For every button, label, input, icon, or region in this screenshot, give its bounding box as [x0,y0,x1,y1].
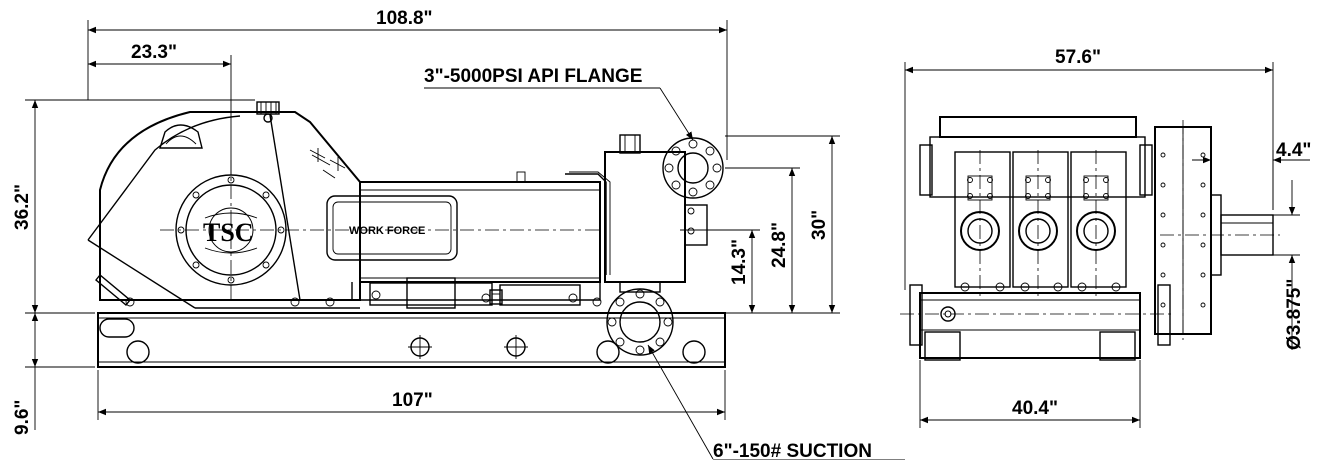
frame-body: WORK FORCE [326,171,611,283]
end-view-cylinders [954,150,1127,300]
skid-length-label: 107" [392,390,433,411]
overall-height-label: 36.2" [12,184,33,230]
logo-text: TSC [203,218,254,247]
callout-suction-flange: 6"-150# SUCTION [647,344,905,460]
dimension-heights-right: 14.3" 24.8" 30" [680,135,840,314]
skid-height-label: 9.6" [12,400,33,435]
shaft-extension-label: 4.4" [1276,140,1311,161]
crank-offset-label: 23.3" [131,42,177,63]
suction-flange-label: 6"-150# SUCTION [713,441,872,460]
dimension-skid-height: 9.6" [12,313,95,435]
end-view-gearbox [1154,120,1280,340]
power-end: TSC [87,101,600,309]
dimension-skid-width: 40.4" [919,360,1141,428]
skid-width-label: 40.4" [1012,398,1058,419]
dimension-skid-length: 107" [97,370,726,420]
fluid-end [604,134,724,356]
discharge-height-label: 14.3" [729,239,750,285]
dimension-overall-length: 108.8" [87,8,728,160]
dimension-overall-height: 36.2" [12,99,255,314]
shaft-diameter-label: Ø3.875" [1284,279,1305,350]
side-view: TSC WORK FORCE [12,8,905,460]
suction-height-label: 24.8" [769,222,790,268]
end-view: 57.6" 40.4" 4.4" Ø3.875" [900,47,1311,428]
dimension-overall-width: 57.6" [904,47,1274,290]
name-plate-text: WORK FORCE [349,225,425,237]
discharge-flange-label: 3"-5000PSI API FLANGE [424,66,642,87]
dimension-shaft-diameter: Ø3.875" [1273,180,1305,350]
dimension-crank-offset: 23.3" [88,42,232,175]
dimension-shaft-extension: 4.4" [1192,140,1311,210]
overall-width-label: 57.6" [1055,47,1101,68]
top-height-label: 30" [809,210,830,240]
callout-discharge-flange: 3"-5000PSI API FLANGE [424,66,694,141]
overall-length-label: 108.8" [376,8,433,29]
stay-rods [351,277,602,309]
